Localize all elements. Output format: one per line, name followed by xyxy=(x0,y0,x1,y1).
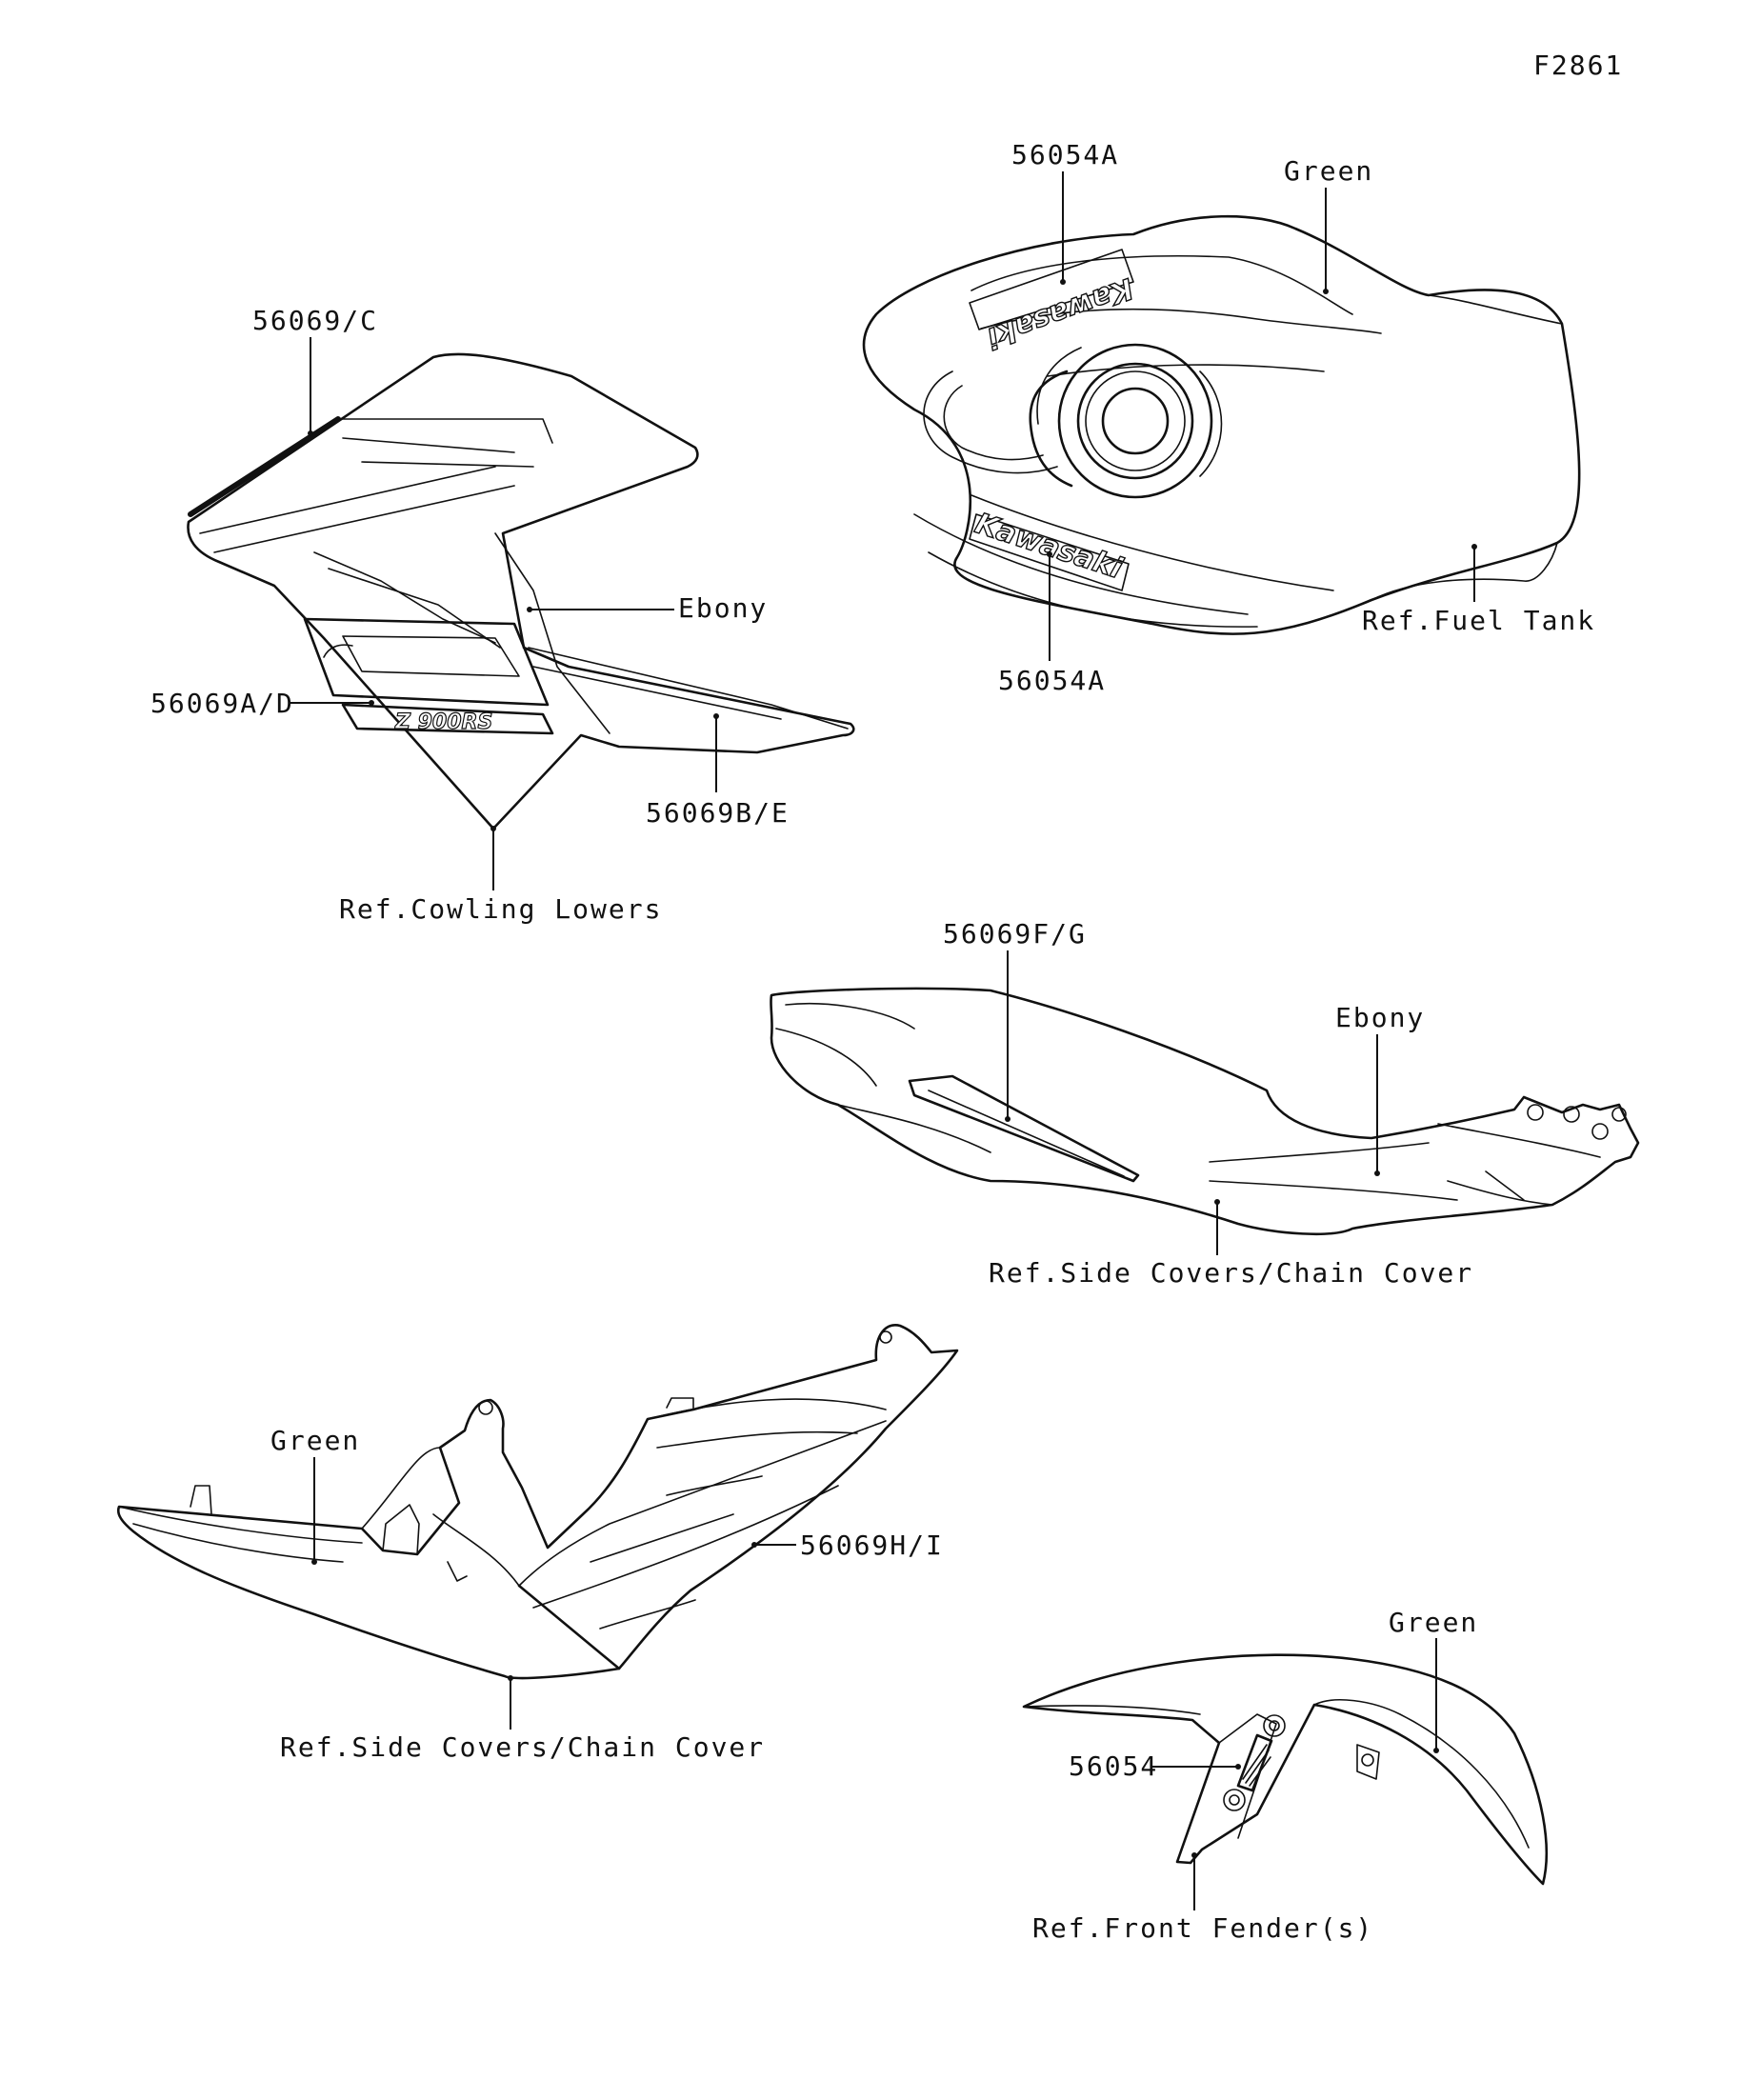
cowling-part-mid-label: 56069A/D xyxy=(150,688,294,719)
cowling-drawing: Z 900RS xyxy=(187,352,855,830)
leader-dot xyxy=(1235,1764,1241,1770)
leader-dot xyxy=(308,430,313,436)
front-fender-part-label: 56054 xyxy=(1069,1750,1158,1782)
leader-dot xyxy=(1433,1748,1439,1753)
leader-dot xyxy=(1047,551,1052,557)
leader-dot xyxy=(1374,1170,1380,1176)
side-cover-lower-color-label: Green xyxy=(270,1425,360,1456)
leader-dot xyxy=(1191,1852,1197,1858)
front-fender-drawing xyxy=(1022,1653,1549,1886)
side-cover-upper-part-label: 56069F/G xyxy=(943,918,1087,950)
leader-dot xyxy=(713,713,719,719)
fuel-tank-part-top-label: 56054A xyxy=(1011,139,1119,170)
figure-code: F2861 xyxy=(1533,50,1623,81)
leader-dot xyxy=(490,826,496,831)
leader-dot xyxy=(1471,544,1477,550)
leader-dot xyxy=(1005,1116,1011,1122)
leader-dot xyxy=(1060,279,1066,285)
fuel-tank-drawing: Kawasaki Kawasaki xyxy=(862,214,1581,635)
front-fender-color-label: Green xyxy=(1389,1607,1478,1638)
cowling-part-upper-label: 56069/C xyxy=(252,305,378,336)
fuel-tank-ref-label: Ref.Fuel Tank xyxy=(1362,605,1595,636)
cowling-color-label: Ebony xyxy=(678,592,768,624)
cowling-part-lower-label: 56069B/E xyxy=(646,797,790,829)
side-cover-upper-color-label: Ebony xyxy=(1335,1002,1425,1033)
cowling-badge: Z 900RS xyxy=(394,710,492,734)
leader-dot xyxy=(1323,289,1329,294)
fuel-tank-part-bottom-label: 56054A xyxy=(998,665,1106,696)
side-cover-lower-part-label: 56069H/I xyxy=(800,1530,944,1561)
front-fender-ref-label: Ref.Front Fender(s) xyxy=(1032,1912,1373,1944)
leader-dot xyxy=(311,1559,317,1565)
side-cover-lower-ref-label: Ref.Side Covers/Chain Cover xyxy=(280,1731,765,1763)
fuel-tank-color-label: Green xyxy=(1284,155,1373,187)
leader-dot xyxy=(751,1542,757,1548)
leader-dot xyxy=(527,607,532,612)
fuel-tank-logo-upper: Kawasaki xyxy=(982,270,1137,354)
side-cover-upper-drawing xyxy=(770,987,1640,1236)
leader-dot xyxy=(1214,1199,1220,1205)
cowling-ref-label: Ref.Cowling Lowers xyxy=(339,893,662,925)
leader-dot xyxy=(369,700,374,706)
side-cover-upper-ref-label: Ref.Side Covers/Chain Cover xyxy=(989,1257,1473,1289)
side-cover-lower-drawing xyxy=(116,1324,959,1680)
leader-dot xyxy=(508,1675,513,1681)
